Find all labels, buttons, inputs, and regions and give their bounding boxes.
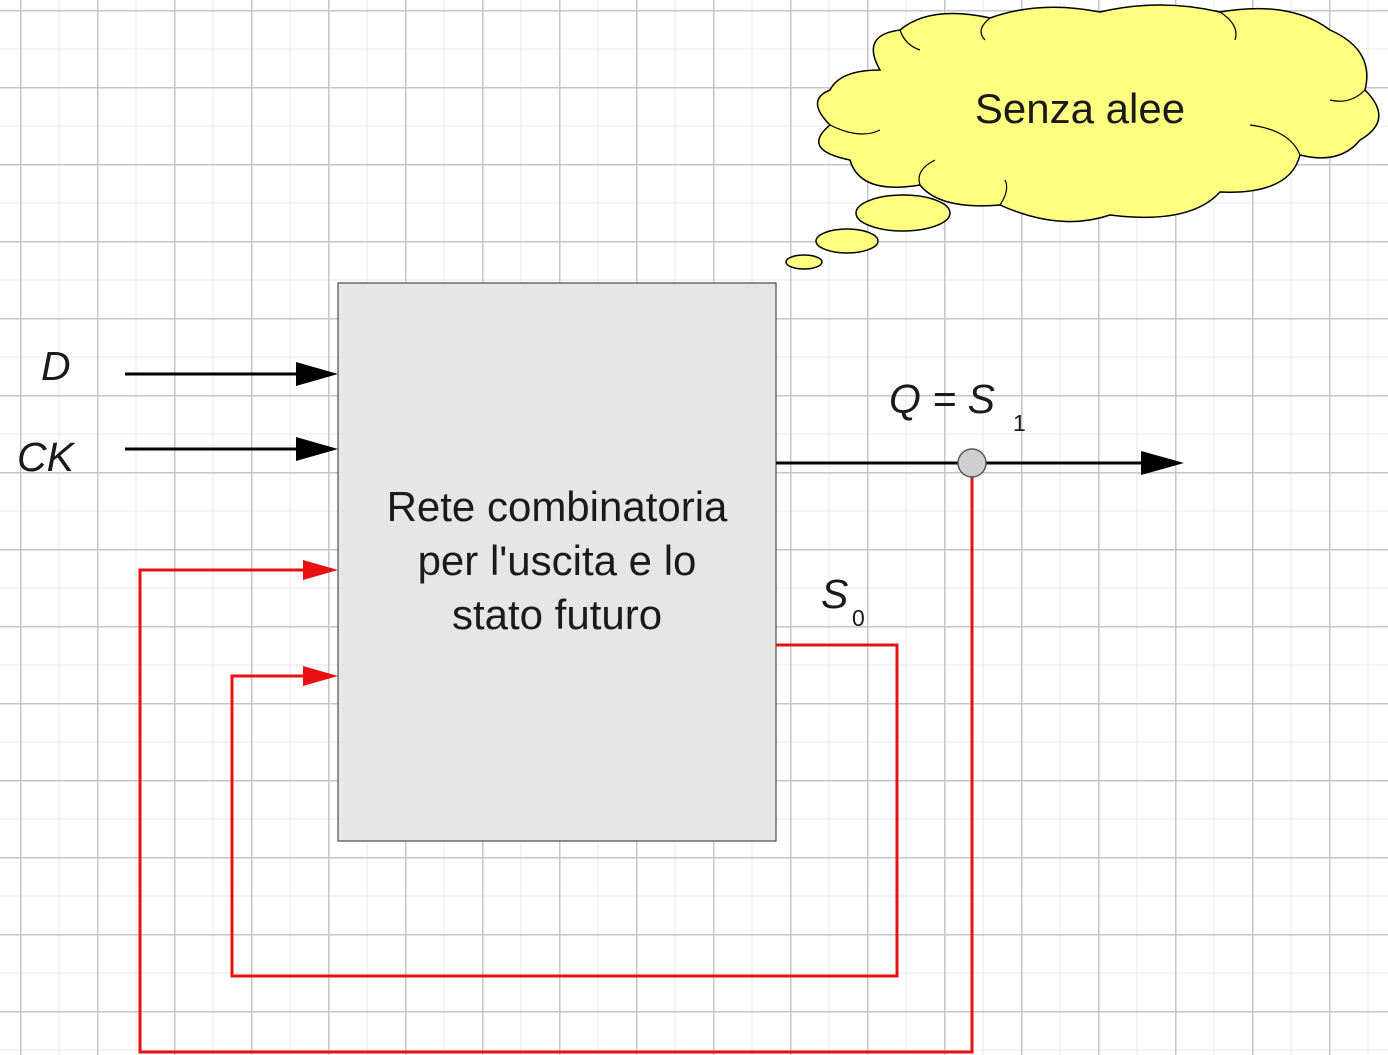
- thought-cloud: [785, 4, 1380, 270]
- input-ck-wire: [125, 437, 338, 461]
- output-label: Q = S: [889, 376, 995, 422]
- input-d-label: D: [41, 343, 71, 389]
- cloud-text: Senza alee: [974, 85, 1186, 132]
- input-ck-label: CK: [17, 434, 74, 480]
- feedback-wire-s1: [138, 463, 974, 1054]
- feedback-subscript: 0: [852, 605, 865, 631]
- input-d-wire: [125, 362, 338, 386]
- block-label-line-1: Rete combinatoria: [386, 483, 728, 530]
- output-subscript: 1: [1013, 410, 1026, 436]
- thought-bubble-medium: [815, 228, 879, 254]
- thought-bubble-small: [785, 254, 823, 270]
- thought-cloud-body: [816, 4, 1380, 223]
- feedback-wire-s0: [230, 643, 899, 978]
- feedback-label: S: [821, 571, 849, 617]
- junction-node: [957, 448, 987, 478]
- block-label-line-2: per l'uscita e lo: [417, 537, 697, 584]
- block-label: Rete combinatoria per l'uscita e lo stat…: [338, 480, 776, 642]
- thought-bubble-large: [855, 194, 951, 232]
- block-label-line-3: stato futuro: [451, 591, 663, 638]
- combinational-block: [337, 282, 777, 842]
